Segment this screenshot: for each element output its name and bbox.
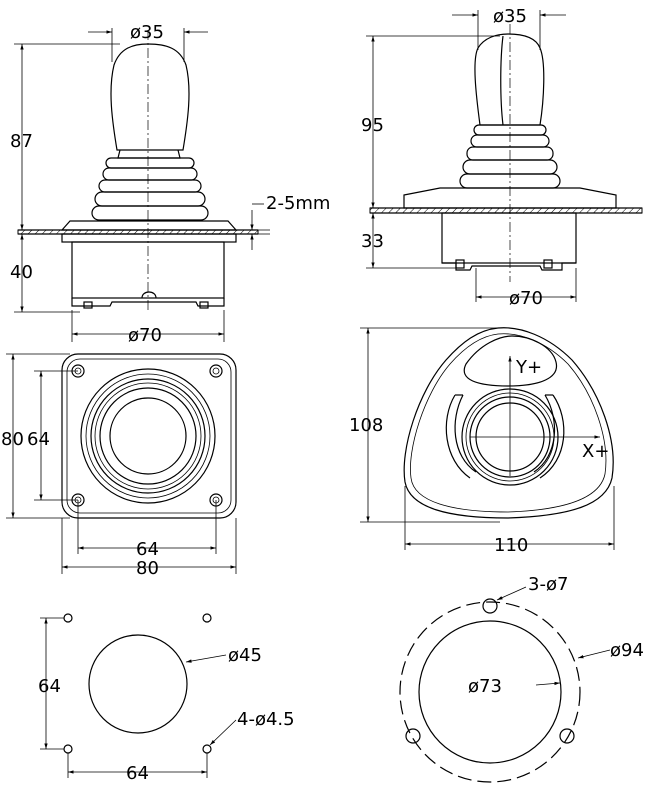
triangle-top-view: Y+ X+ 108 110: [349, 327, 615, 556]
square-top-view: 80 64 64 80: [1, 353, 237, 579]
cutout-spacing-h-label: 64: [126, 763, 149, 784]
side-grip-diameter-label: ø35: [130, 22, 164, 43]
square-outer-width-label: 80: [136, 558, 159, 579]
front-grip-diameter-label: ø35: [493, 6, 527, 27]
triangle-width-label: 110: [494, 535, 528, 556]
cutout-center-hole-label: ø45: [228, 645, 262, 666]
round-pcd-label: ø94: [610, 640, 644, 661]
x-axis-label: X+: [582, 441, 609, 462]
cutout-spacing-v-label: 64: [38, 676, 61, 697]
round-center-hole-label: ø73: [468, 676, 502, 697]
front-height-label: 95: [361, 115, 384, 136]
side-depth-label: 40: [10, 262, 33, 283]
square-hole-spacing-v-label: 64: [27, 429, 50, 450]
panel-thickness-label: 2-5mm: [266, 193, 330, 214]
square-cutout: 64 ø45 4-ø4.5 64: [38, 613, 295, 784]
triangle-height-label: 108: [349, 415, 383, 436]
square-outer-height-label: 80: [1, 429, 24, 450]
square-hole-spacing-h-label: 64: [136, 539, 159, 560]
side-height-label: 87: [10, 131, 33, 152]
front-base-diameter-label: ø70: [509, 288, 543, 309]
round-cutout: 3-ø7 ø94 ø73: [399, 574, 644, 783]
side-view: ø35 87 40 2-5mm ø70: [10, 22, 330, 346]
cutout-mount-holes-label: 4-ø4.5: [237, 709, 295, 730]
y-axis-label: Y+: [515, 357, 542, 378]
round-mount-holes-label: 3-ø7: [528, 574, 568, 595]
side-base-diameter-label: ø70: [128, 325, 162, 346]
front-depth-label: 33: [361, 231, 384, 252]
front-view: ø35 95 33 ø70: [361, 6, 643, 309]
